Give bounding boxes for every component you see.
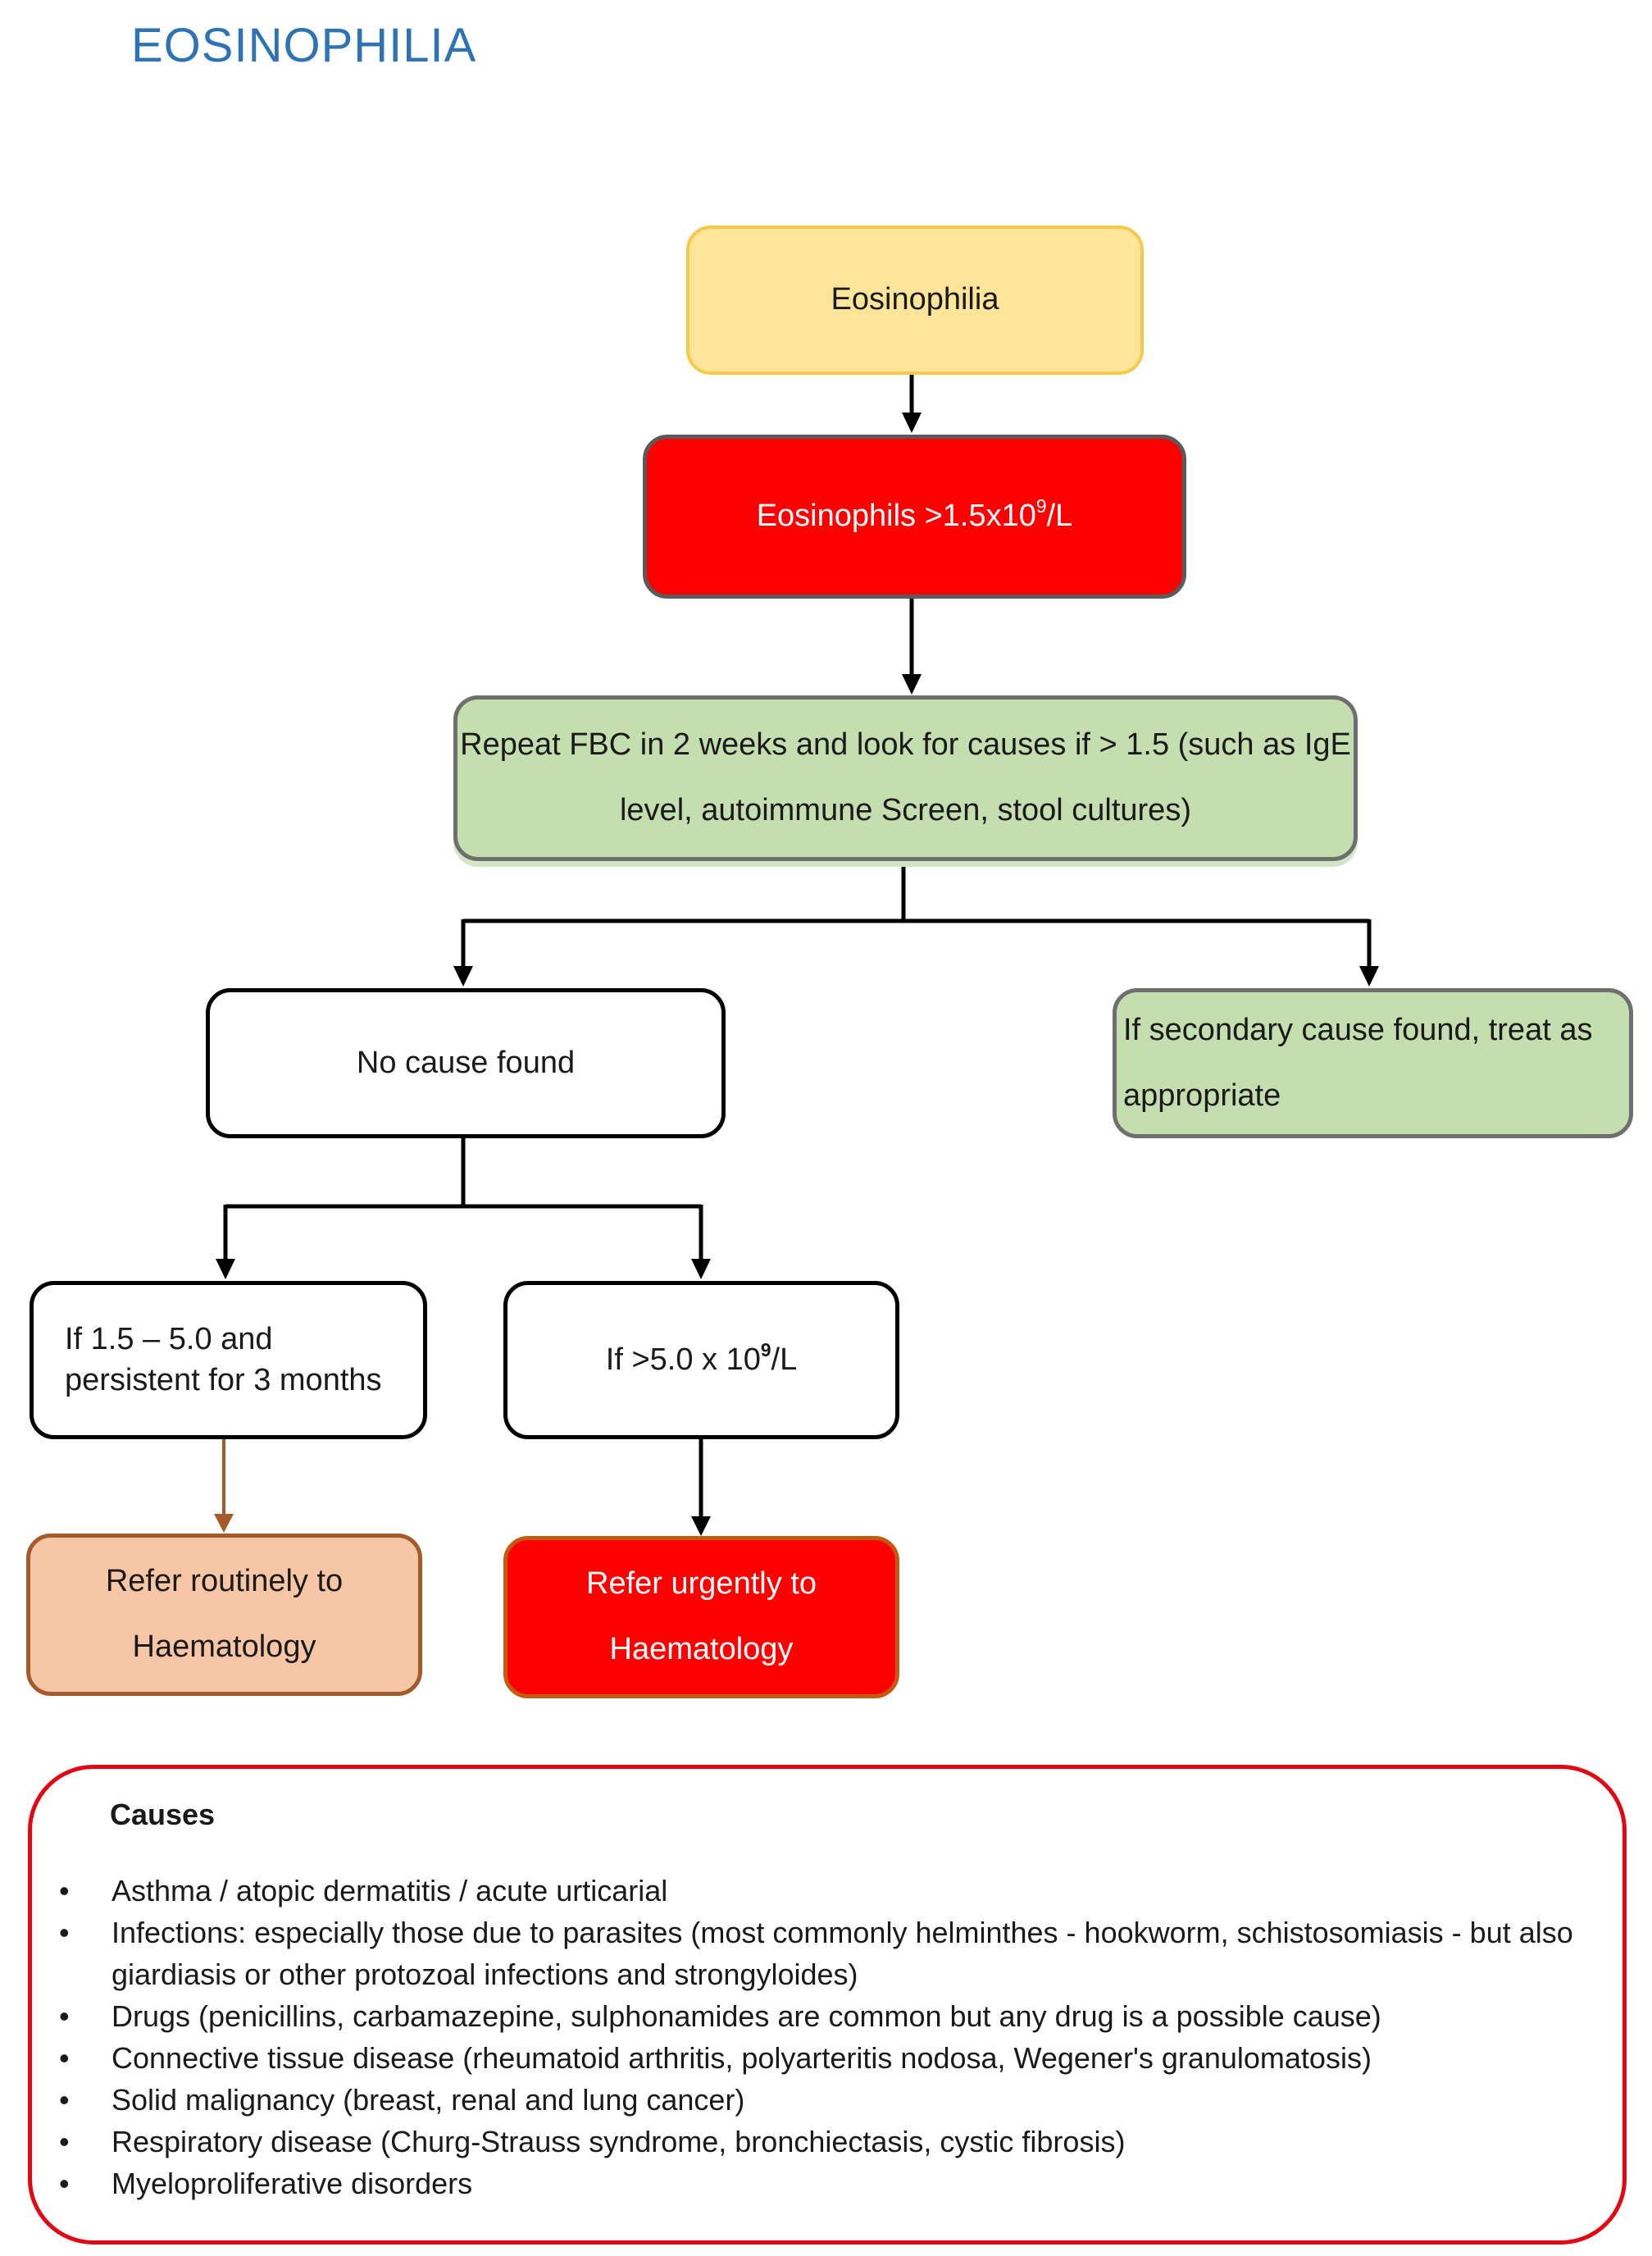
bullet: • [59, 2125, 70, 2158]
node-eosinophilia-label: Eosinophilia [831, 282, 999, 317]
list-item: •Infections: especially those due to par… [59, 1912, 1609, 1995]
node-no-cause: No cause found [206, 988, 726, 1138]
arrowhead [453, 966, 473, 987]
arrowhead [214, 1514, 234, 1533]
list-item: •Asthma / atopic dermatitis / acute urti… [59, 1870, 1609, 1912]
arrowhead [691, 1259, 711, 1279]
bullet: • [59, 2041, 70, 2075]
causes-panel [28, 1765, 1627, 2245]
list-item: •Myeloproliferative disorders [59, 2163, 1609, 2204]
arrowhead [1359, 966, 1379, 987]
arrowhead [902, 674, 922, 695]
causes-heading: Causes [110, 1798, 216, 1831]
list-item: •Respiratory disease (Churg-Strauss synd… [59, 2121, 1609, 2163]
bullet: • [59, 1874, 70, 1907]
node-no-cause-label: No cause found [356, 1045, 576, 1080]
node-threshold-label: Eosinophils >1.5x109/L [756, 495, 1073, 534]
arrowhead [216, 1259, 235, 1279]
arrowhead [902, 412, 922, 433]
list-item: •Drugs (penicillins, carbamazepine, sulp… [59, 1995, 1609, 2037]
bullet: • [59, 1999, 70, 2033]
arrowhead [691, 1516, 711, 1536]
list-item: •Connective tissue disease (rheumatoid a… [59, 2037, 1609, 2079]
node-over-five-label: If >5.0 x 109/L [605, 1338, 798, 1377]
node-repeat-fbc-label: Repeat FBC in 2 weeks and look for cause… [460, 727, 1351, 827]
node-eosinophilia: Eosinophilia [686, 226, 1144, 375]
node-threshold: Eosinophils >1.5x109/L [643, 435, 1186, 599]
node-over-five: If >5.0 x 109/L [503, 1281, 899, 1439]
page-title: EOSINOPHILIA [131, 19, 477, 72]
list-item: •Solid malignancy (breast, renal and lun… [59, 2079, 1609, 2121]
bullet: • [59, 1916, 70, 1949]
bullet: • [59, 2083, 70, 2117]
causes-list: •Asthma / atopic dermatitis / acute urti… [59, 1870, 1609, 2204]
node-repeat-fbc: Repeat FBC in 2 weeks and look for cause… [453, 695, 1358, 861]
bullet: • [59, 2167, 70, 2200]
